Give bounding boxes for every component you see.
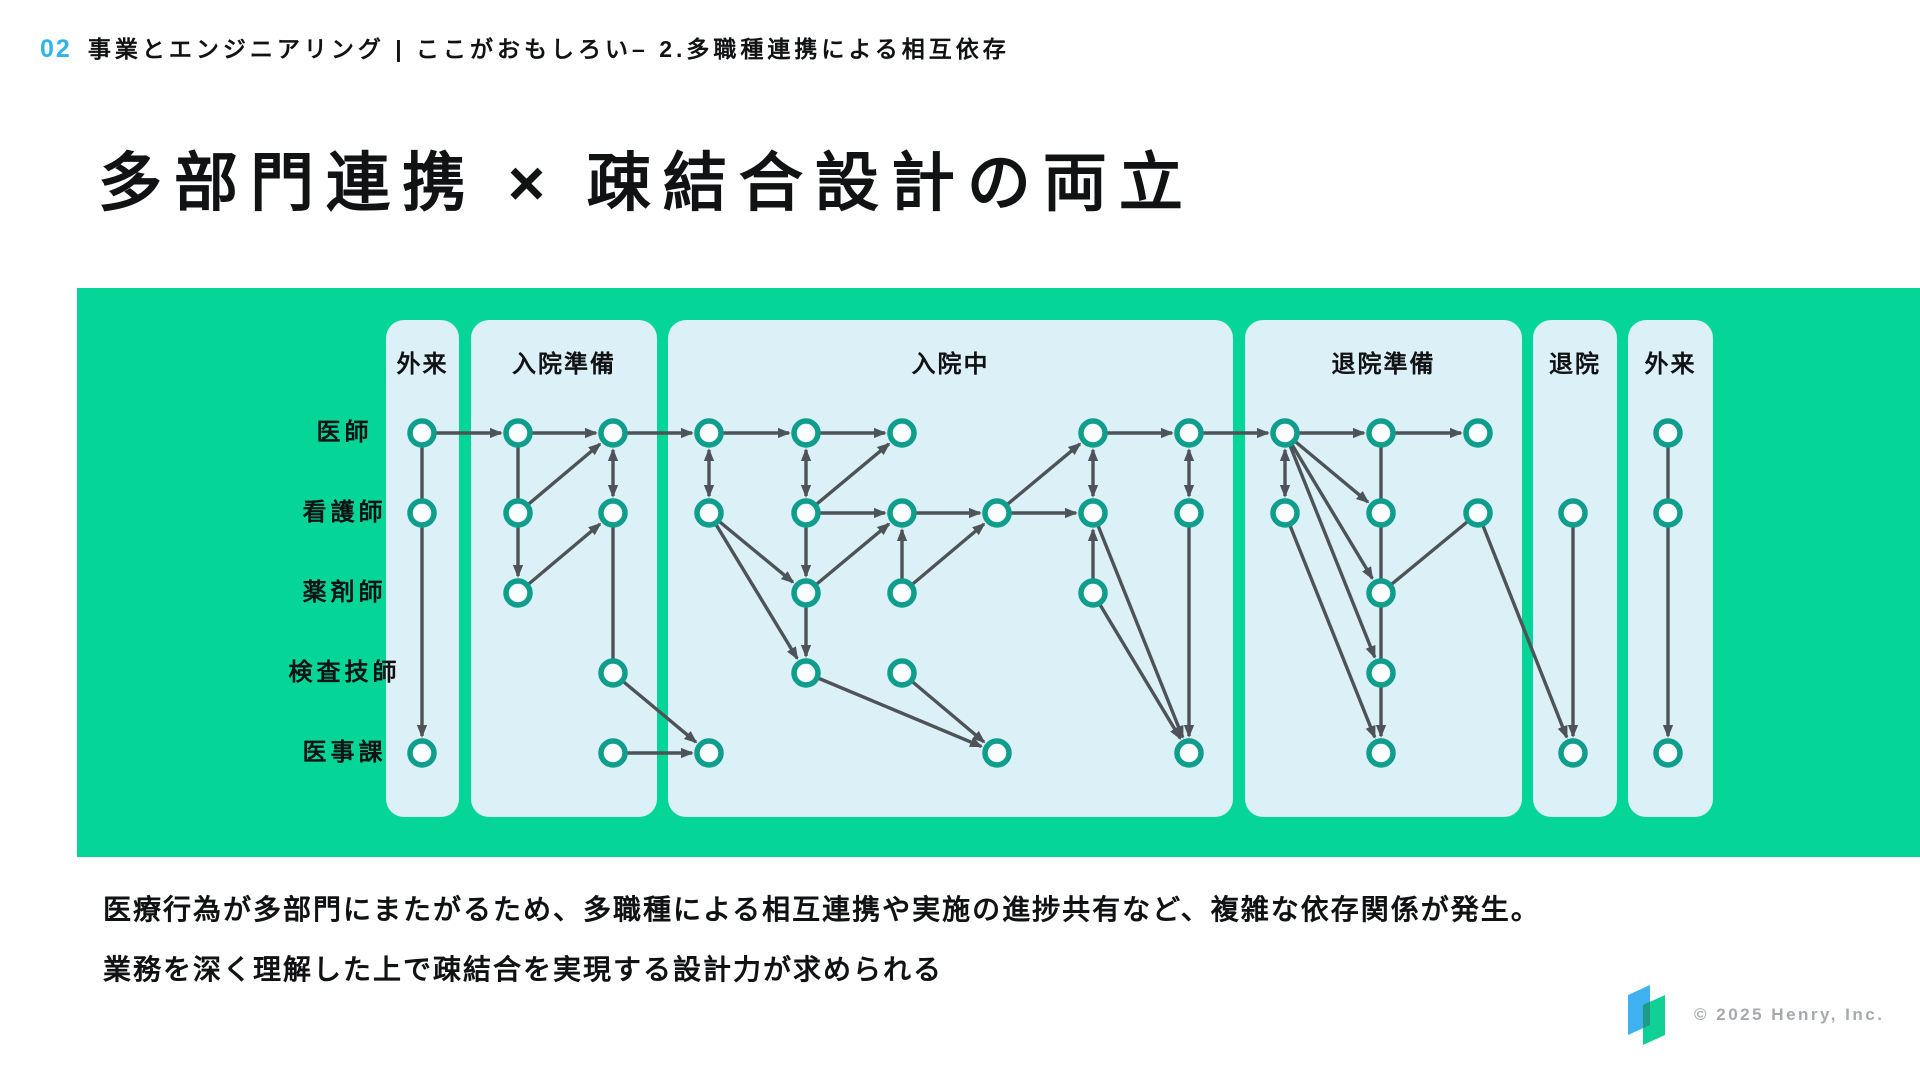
role-label: 検査技師 — [288, 659, 401, 686]
role-label: 医師 — [316, 419, 373, 446]
role-label: 医事課 — [302, 739, 387, 766]
workflow-panel: 外来 入院準備 入院中 退院準備 退院 外来医師看護師薬剤師検査技師医事課 — [77, 288, 1920, 857]
role-label: 薬剤師 — [302, 579, 387, 606]
slide-eyebrow: 02 事業とエンジニアリング | ここがおもしろい– 2.多職種連携による相互依… — [40, 30, 1010, 64]
phase-column-4: 退院準備 — [1245, 320, 1522, 817]
phase-column-2: 入院準備 — [471, 320, 657, 817]
phase-label: 外来 — [396, 351, 449, 378]
page-title: 多部門連携 × 疎結合設計の両立 — [98, 147, 1195, 219]
description-line-2: 業務を深く理解した上で疎結合を実現する設計力が求められる — [103, 954, 944, 985]
phase-label: 外来 — [1644, 351, 1697, 378]
phase-label: 入院中 — [911, 351, 990, 378]
section-title: 事業とエンジニアリング | ここがおもしろい– 2.多職種連携による相互依存 — [87, 36, 1010, 62]
henry-logo-icon — [1628, 985, 1665, 1045]
copyright-text: © 2025 Henry, Inc. — [1694, 1005, 1885, 1024]
phase-label: 退院準備 — [1331, 351, 1436, 378]
phase-column-3: 入院中 — [668, 320, 1233, 817]
description-text: 医療行為が多部門にまたがるため、多職種による相互連携や実施の進捗共有など、複雑な… — [103, 880, 1541, 1000]
role-label: 看護師 — [302, 499, 387, 526]
phase-label: 入院準備 — [512, 351, 616, 378]
footer: © 2025 Henry, Inc. — [1628, 983, 1884, 1047]
phase-label: 退院 — [1549, 351, 1601, 378]
phase-column-5: 退院 — [1533, 320, 1617, 817]
description-line-1: 医療行為が多部門にまたがるため、多職種による相互連携や実施の進捗共有など、複雑な… — [103, 894, 1541, 925]
section-number: 02 — [40, 35, 72, 63]
phase-column-6: 外来 — [1628, 320, 1713, 817]
